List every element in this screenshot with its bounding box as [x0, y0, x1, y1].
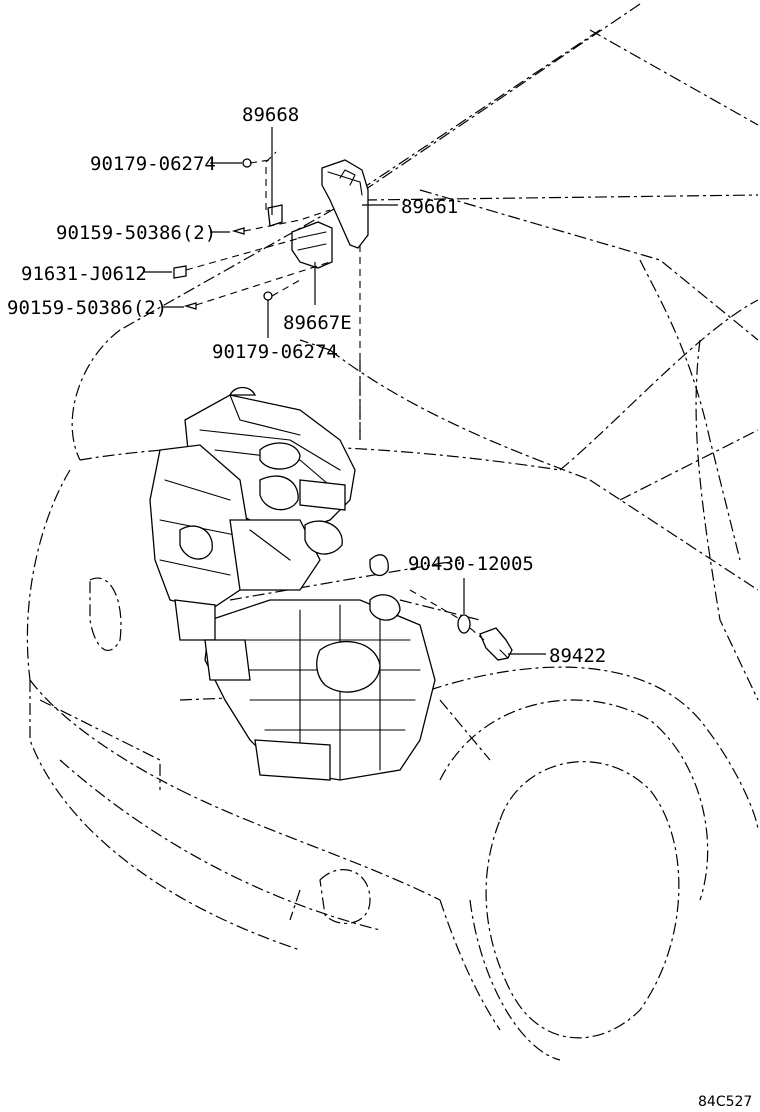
bracket-89668 — [267, 204, 283, 227]
engine-assembly — [149, 386, 436, 781]
label-89422: 89422 — [549, 645, 606, 667]
bracket-89667e — [291, 221, 333, 269]
bolt-90159-a — [231, 227, 245, 235]
diagram-code: 84C527 — [698, 1094, 752, 1110]
label-90179-bottom: 90179-06274 — [212, 341, 338, 363]
gasket-90430 — [457, 614, 471, 634]
label-90430: 90430-12005 — [408, 553, 534, 575]
vehicle-body-outline — [26, 3, 759, 1061]
ecu-parts — [173, 151, 369, 440]
nut-90179-top — [242, 158, 252, 168]
label-90159-a: 90159-50386(2) — [56, 222, 216, 244]
part-labels: 89668 90179-06274 90159-50386(2) 91631-J… — [7, 104, 752, 1110]
label-90159-b: 90159-50386(2) — [7, 297, 167, 319]
label-91631: 91631-J0612 — [21, 263, 147, 285]
sensor-89422 — [479, 627, 513, 661]
bolt-90159-b — [183, 302, 197, 310]
sensor-parts — [409, 589, 513, 661]
label-89661: 89661 — [401, 196, 458, 218]
leader-lines — [144, 127, 546, 655]
label-89668: 89668 — [242, 104, 299, 126]
nut-90179-bottom — [263, 291, 273, 301]
label-89667e: 89667E — [283, 312, 352, 334]
bolt-91631 — [173, 265, 187, 279]
label-90179-top: 90179-06274 — [90, 153, 216, 175]
ecu-89661 — [321, 159, 369, 249]
